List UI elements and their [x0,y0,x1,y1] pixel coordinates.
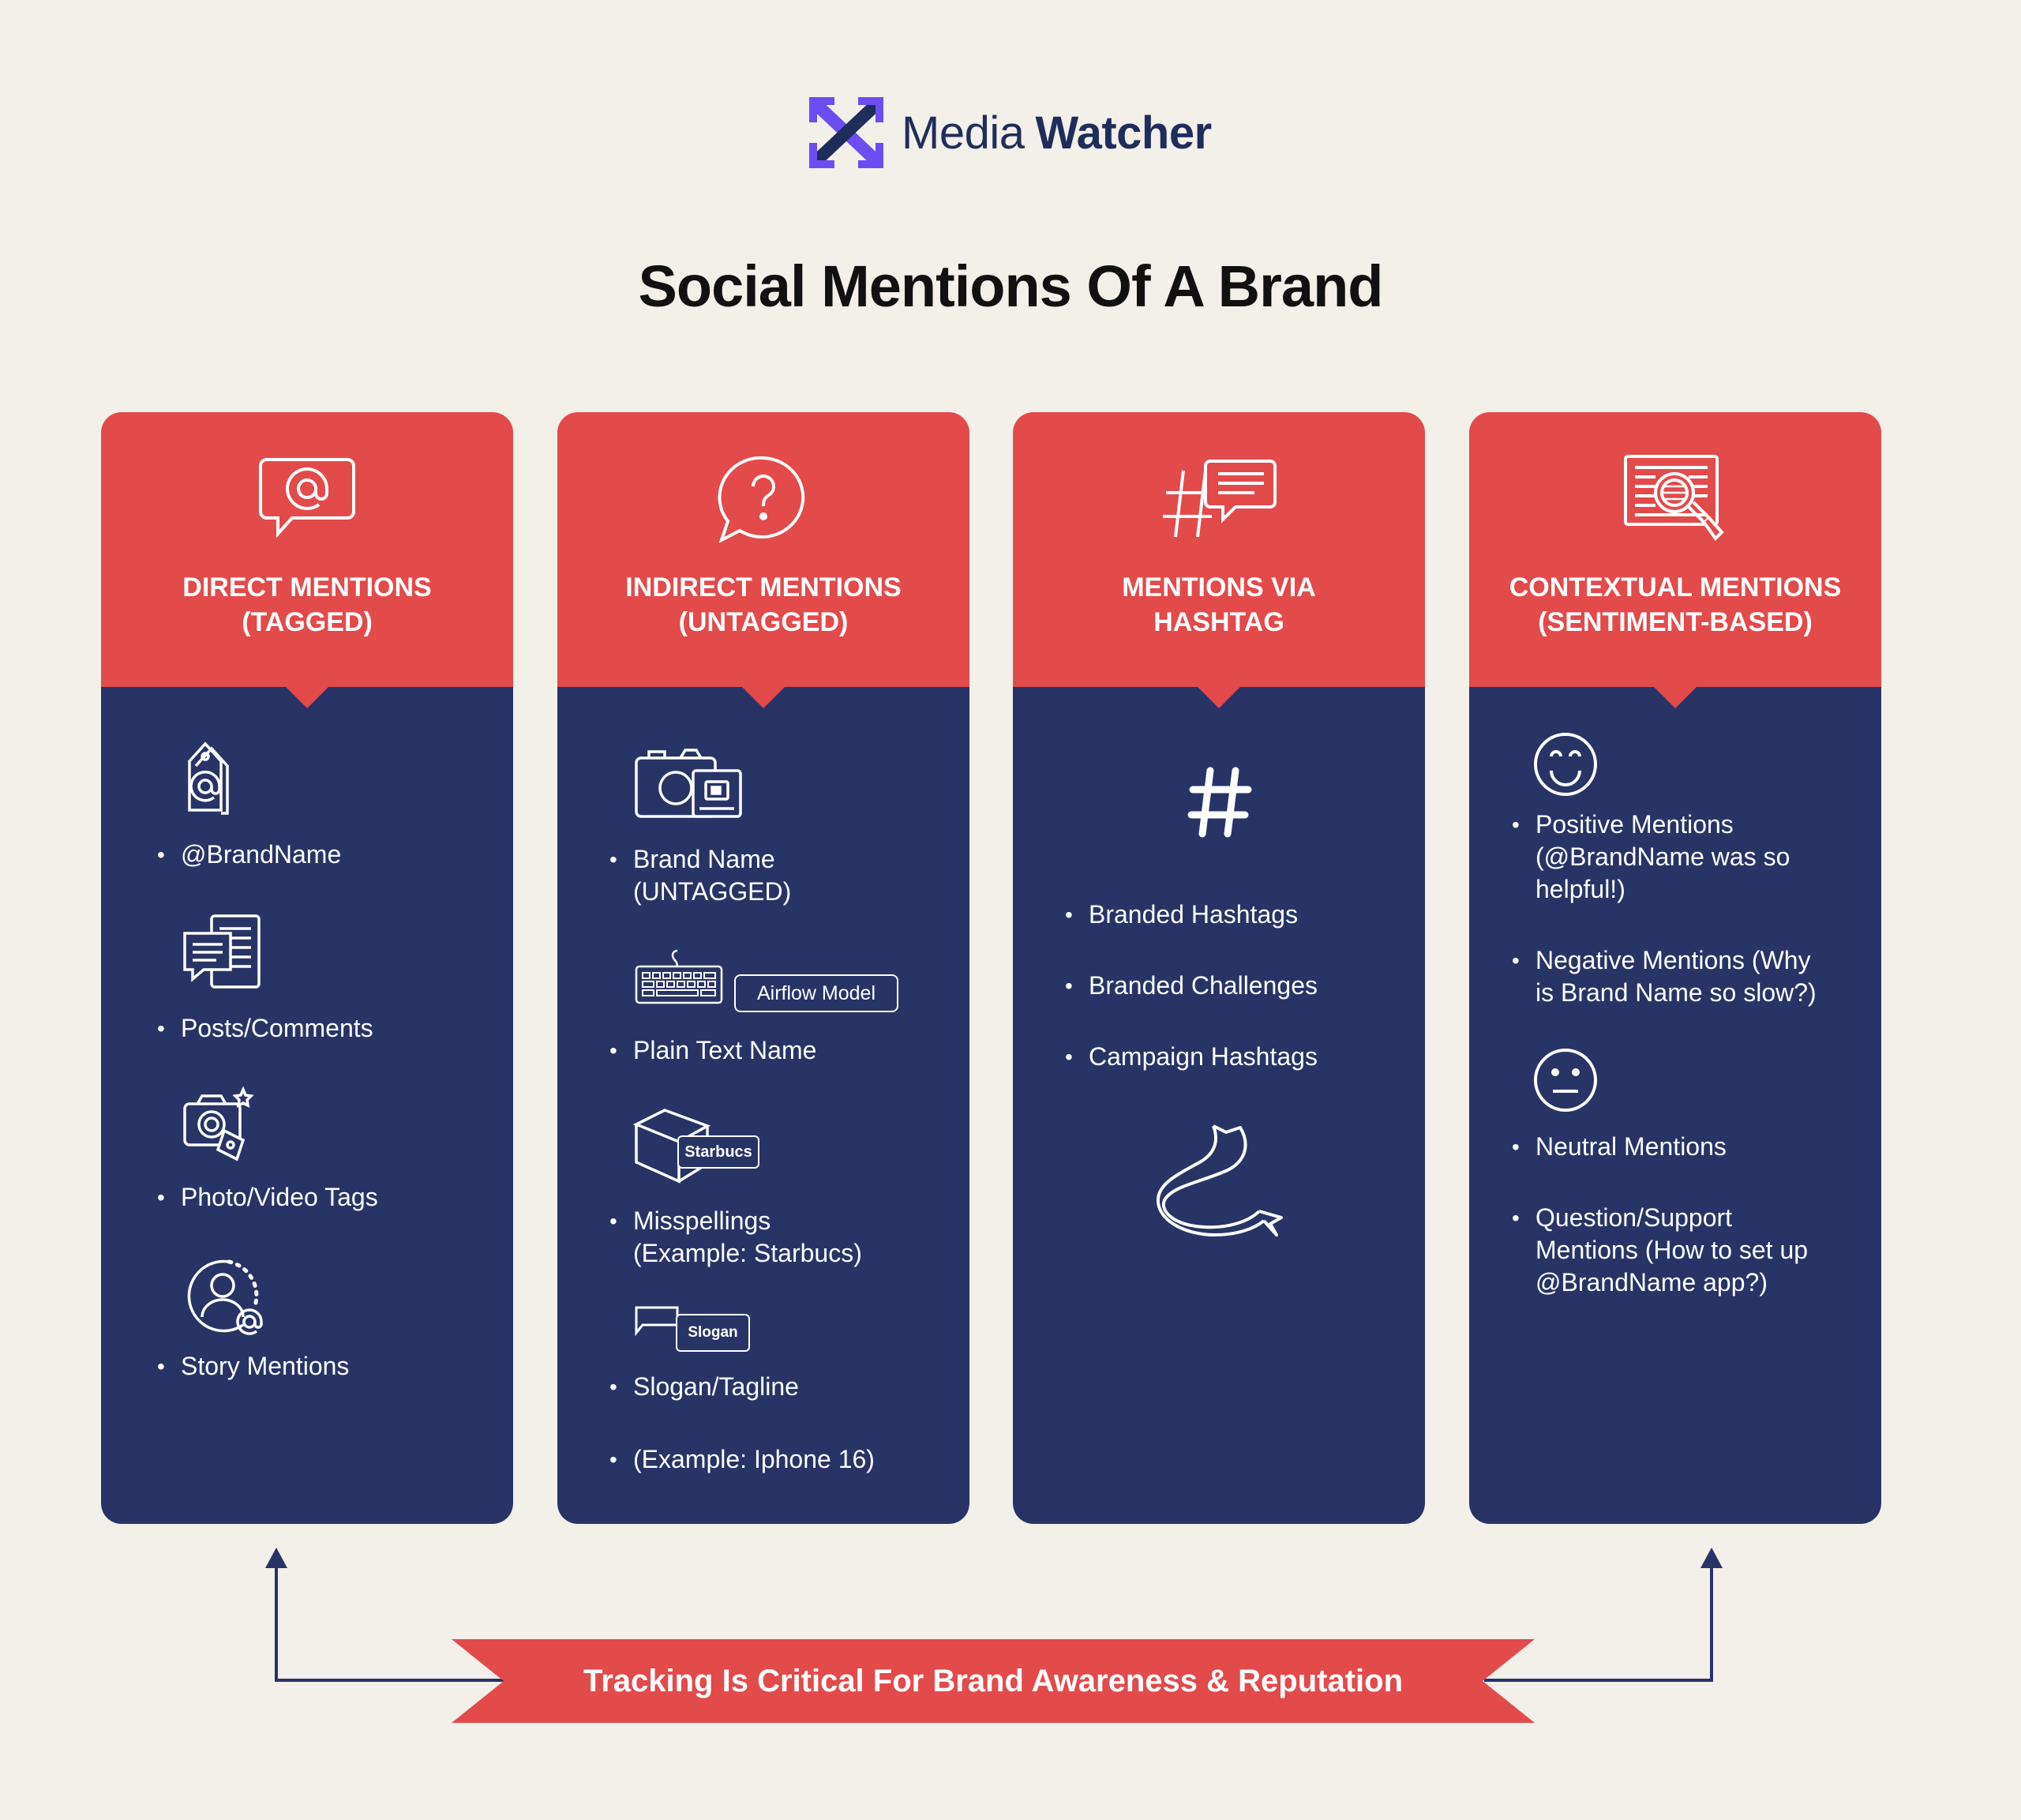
document-search-icon [1624,455,1724,542]
flag-icon [635,1306,679,1336]
list-item: •Branded Challenges [1065,971,1318,1000]
list-item: •Photo/Video Tags [157,1183,378,1211]
item-text: Question/Support [1535,1203,1733,1232]
card-title: CONTEXTUAL MENTIONS (SENTIMENT-BASED) [1469,570,1881,640]
item-text: Branded Hashtags [1089,900,1299,929]
list-item: •@BrandName [157,840,342,869]
item-text: Branded Challenges [1089,971,1318,1000]
list-item: •Plain Text Name [609,1036,817,1064]
item-text: Posts/Comments [181,1014,373,1042]
card-title-line1: CONTEXTUAL MENTIONS [1509,572,1842,602]
item-text: Negative Mentions (Why [1535,946,1811,974]
banner-ribbon [452,1639,1535,1723]
starbucs-badge: Starbucs [677,1135,759,1169]
card-title-line1: DIRECT MENTIONS [182,572,432,602]
card-notch [741,686,786,708]
card-title-line1: INDIRECT MENTIONS [625,572,902,602]
item-text: @BrandName [181,840,342,869]
card-hashtag-mentions: MENTIONS VIA HASHTAG •Branded Hashtags •… [1013,412,1425,1524]
card-notch [1653,686,1697,708]
media-watcher-logo-icon [809,97,883,168]
list-item: •Brand Name(UNTAGGED) [609,845,792,906]
card-body [1013,687,1425,1524]
card-body [557,687,969,1524]
card-body [101,687,513,1524]
at-tag-icon [188,741,229,815]
card-title-line1: MENTIONS VIA [1122,572,1316,602]
smiley-icon [1534,733,1597,796]
card-title: INDIRECT MENTIONS (UNTAGGED) [557,570,969,640]
card-direct-mentions: DIRECT MENTIONS (TAGGED) •@BrandName •Po… [101,412,513,1524]
list-item: •(Example: Iphone 16) [609,1445,875,1473]
keyboard-icon [635,949,723,1004]
comment-document-icon [183,914,261,989]
list-item: •Campaign Hashtags [1065,1042,1318,1071]
item-text: (@BrandName was so [1535,842,1790,871]
item-text: (UNTAGGED) [633,877,792,906]
item-text: helpful!) [1535,875,1625,903]
item-text: (Example: Starbucs) [633,1239,862,1267]
neutral-face-icon [1534,1049,1597,1112]
user-story-at-icon [187,1259,263,1335]
list-item: •Branded Hashtags [1065,900,1299,929]
at-speech-bubble-icon [259,458,355,538]
list-item: •Posts/Comments [157,1014,373,1042]
hash-icon [1187,767,1252,838]
card-contextual-mentions: CONTEXTUAL MENTIONS (SENTIMENT-BASED) •P… [1469,412,1881,1524]
card-notch [285,686,329,708]
item-text: Brand Name [633,845,775,873]
item-text: Positive Mentions [1535,810,1734,839]
brand-name-bold: Watcher [1035,107,1212,159]
camera-tag-icon [183,1086,254,1161]
item-text: Neutral Mentions [1535,1132,1727,1161]
ribbon-icon [1156,1124,1283,1236]
item-text: Campaign Hashtags [1089,1042,1318,1071]
camera-photo-icon [635,749,742,818]
list-item: •Misspellings(Example: Starbucs) [609,1206,862,1267]
list-item: •Slogan/Tagline [609,1372,799,1401]
card-header [1013,412,1425,687]
airflow-model-badge: Airflow Model [734,974,898,1012]
question-speech-bubble-icon [718,456,805,544]
card-title: DIRECT MENTIONS (TAGGED) [101,570,513,640]
item-text: Plain Text Name [633,1036,817,1064]
item-text: Story Mentions [181,1352,350,1380]
item-text: Photo/Video Tags [181,1183,378,1211]
card-title-line2: (UNTAGGED) [678,607,849,637]
list-item: •Story Mentions [157,1352,350,1380]
connector-arrows [265,1548,1723,1682]
item-text: Slogan/Tagline [633,1372,799,1401]
list-item: •Neutral Mentions [1512,1132,1727,1161]
item-text: @BrandName app?) [1535,1268,1768,1297]
slogan-badge: Slogan [676,1314,750,1352]
card-notch [1197,686,1241,708]
hashtag-chat-icon [1163,460,1277,538]
item-text: Misspellings [633,1206,771,1235]
card-title-line2: (SENTIMENT-BASED) [1538,607,1813,637]
item-text: (Example: Iphone 16) [633,1445,875,1473]
card-indirect-mentions: INDIRECT MENTIONS (UNTAGGED) •Brand Name… [557,412,969,1524]
card-title-line2: HASHTAG [1153,607,1284,637]
card-title: MENTIONS VIA HASHTAG [1013,570,1425,640]
item-text: is Brand Name so slow?) [1535,978,1817,1007]
brand-name-light: Media [902,107,1025,159]
card-title-line2: (TAGGED) [242,607,373,637]
item-text: Mentions (How to set up [1535,1236,1809,1264]
page-title: Social Mentions Of A Brand [638,253,1384,319]
banner-text: Tracking Is Critical For Brand Awareness… [583,1664,1404,1698]
card-body [1469,687,1881,1524]
